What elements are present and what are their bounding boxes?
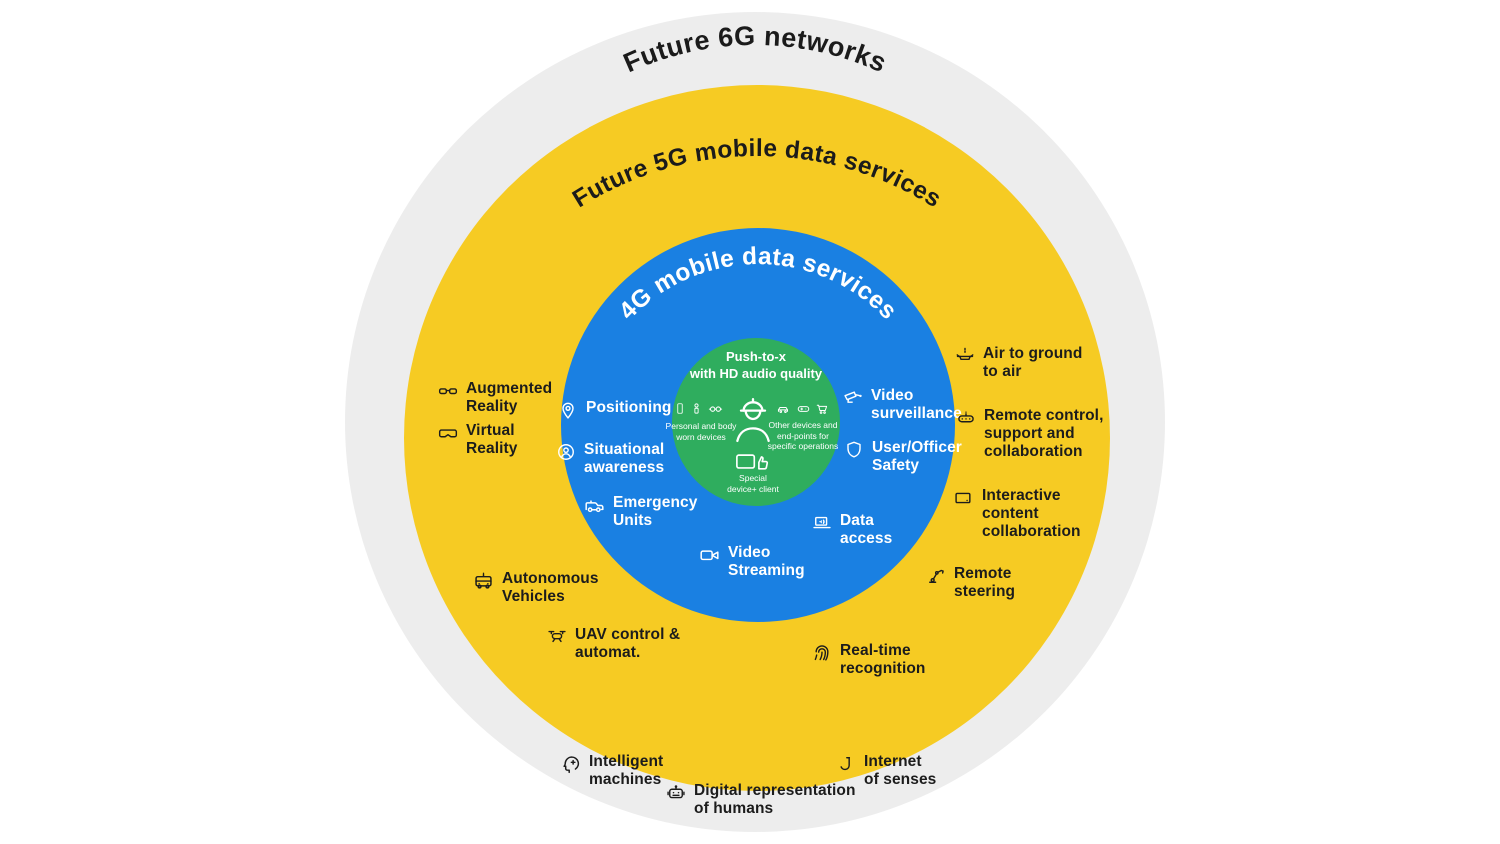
robot-head-icon bbox=[666, 783, 686, 803]
label-autonomous-vehicles: Autonomous Vehicles bbox=[473, 570, 599, 606]
fingerprint-icon bbox=[812, 643, 832, 663]
item-label: Intelligent machines bbox=[589, 753, 664, 789]
robot-arm-icon bbox=[926, 566, 946, 586]
label-interactive-content: Interactive content collaboration bbox=[954, 487, 1081, 541]
label-situational-awareness: Situational awareness bbox=[556, 441, 664, 477]
phone-icon bbox=[674, 401, 686, 416]
cart-icon bbox=[815, 402, 830, 416]
item-label: Digital representation of humans bbox=[694, 782, 856, 818]
item-label: Video Streaming bbox=[728, 544, 805, 580]
label-intelligent-machines: Intelligent machines bbox=[560, 753, 663, 789]
laptop-audio-icon bbox=[812, 513, 832, 533]
label-real-time-recognition: Real-time recognition bbox=[812, 642, 926, 678]
machine-brain-icon bbox=[560, 754, 581, 775]
label-video-surveillance: Video surveillance bbox=[843, 387, 962, 423]
smart-glasses-icon bbox=[707, 401, 724, 416]
remote-control-icon bbox=[956, 408, 976, 428]
tablet-hand-icon bbox=[734, 451, 770, 473]
personal-devices-caption: Personal and body worn devices bbox=[665, 421, 737, 442]
label-emergency-units: Emergency Units bbox=[584, 494, 697, 530]
label-digital-representation: Digital representation of humans bbox=[666, 782, 856, 818]
label-virtual-reality: Virtual Reality bbox=[438, 422, 518, 458]
bodycam-icon bbox=[690, 401, 703, 416]
ear-icon bbox=[836, 754, 856, 774]
other-devices-icons bbox=[776, 402, 830, 416]
car-icon bbox=[776, 402, 792, 416]
item-label: UAV control & automat. bbox=[575, 626, 681, 662]
item-label: Situational awareness bbox=[584, 441, 665, 477]
label-uav-control: UAV control & automat. bbox=[547, 626, 680, 662]
location-pin-icon bbox=[558, 400, 578, 420]
label-video-streaming: Video Streaming bbox=[699, 544, 805, 580]
special-device-caption: Special device+ client bbox=[727, 473, 779, 494]
air-vehicle-icon bbox=[955, 346, 975, 366]
video-camera-icon bbox=[699, 545, 720, 566]
item-label: Air to ground to air bbox=[983, 345, 1083, 381]
ar-glasses-icon bbox=[438, 381, 458, 401]
core-title: Push-to-x with HD audio quality bbox=[689, 349, 823, 381]
vr-headset-icon bbox=[438, 423, 458, 443]
label-augmented-reality: Augmented Reality bbox=[438, 380, 552, 416]
cctv-camera-icon bbox=[843, 388, 863, 408]
bus-icon bbox=[473, 571, 494, 592]
item-label: Emergency Units bbox=[613, 494, 698, 530]
item-label: Positioning bbox=[586, 399, 672, 416]
shield-icon bbox=[844, 440, 864, 460]
label-remote-control-support: Remote control, support and collaboratio… bbox=[956, 407, 1103, 461]
label-air-to-ground: Air to ground to air bbox=[955, 345, 1082, 381]
person-circle-icon bbox=[556, 442, 576, 462]
item-label: Real-time recognition bbox=[840, 642, 926, 678]
item-label: Interactive content collaboration bbox=[982, 487, 1081, 541]
label-positioning: Positioning bbox=[558, 399, 671, 420]
item-label: Internet of senses bbox=[864, 753, 937, 789]
worker-helmet-icon bbox=[732, 395, 774, 443]
label-internet-of-senses: Internet of senses bbox=[836, 753, 936, 789]
tablet-icon bbox=[954, 488, 974, 508]
item-label: Augmented Reality bbox=[466, 380, 553, 416]
label-data-access: Data access bbox=[812, 512, 892, 548]
other-devices-caption: Other devices and end-points for specifi… bbox=[767, 420, 839, 452]
item-label: Data access bbox=[840, 512, 893, 548]
ambulance-icon bbox=[584, 495, 605, 516]
drone-icon bbox=[547, 627, 567, 647]
item-label: Autonomous Vehicles bbox=[502, 570, 599, 606]
core-push-to-x-circle bbox=[672, 338, 840, 506]
item-label: User/Officer Safety bbox=[872, 439, 962, 475]
item-label: Virtual Reality bbox=[466, 422, 518, 458]
label-remote-steering: Remote steering bbox=[926, 565, 1015, 601]
item-label: Remote steering bbox=[954, 565, 1016, 601]
medical-device-icon bbox=[796, 402, 811, 416]
item-label: Remote control, support and collaboratio… bbox=[984, 407, 1104, 461]
label-user-officer-safety: User/Officer Safety bbox=[844, 439, 962, 475]
item-label: Video surveillance bbox=[871, 387, 962, 423]
personal-devices-icons bbox=[674, 401, 724, 416]
